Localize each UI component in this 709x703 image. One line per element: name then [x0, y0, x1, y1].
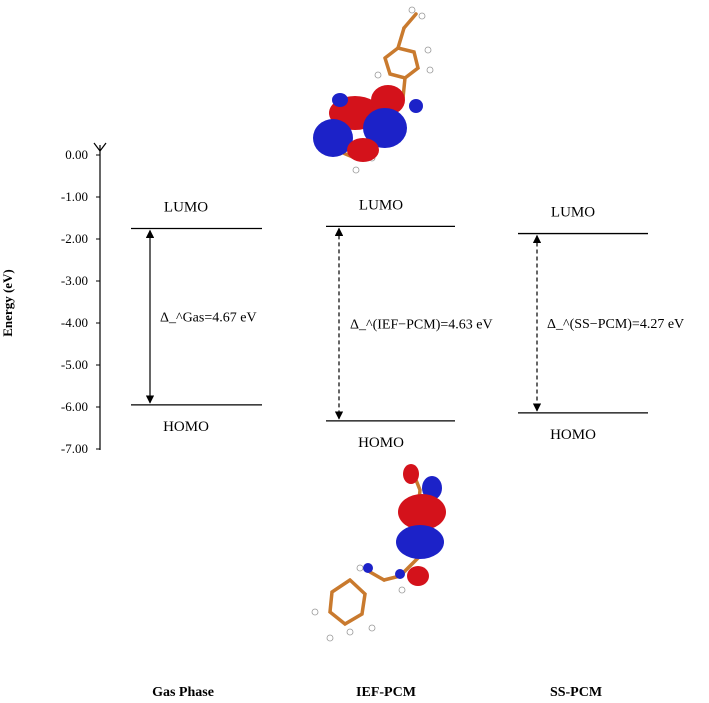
method-name: Gas Phase — [152, 685, 214, 700]
method-2: LUMO HOMO Δ_^(SS−PCM)=4.27 eV SS-PCM — [518, 205, 684, 700]
lumo-label: LUMO — [164, 200, 208, 216]
y-tick-label: -6.00 — [61, 399, 88, 414]
lumo-label: LUMO — [359, 197, 403, 213]
y-axis-label: Energy (eV) — [0, 269, 15, 337]
band-gap-label: Δ_^(SS−PCM)=4.27 eV — [547, 317, 684, 332]
method-name: IEF-PCM — [356, 685, 416, 700]
homo-label: HOMO — [358, 435, 404, 451]
method-1: LUMO HOMO Δ_^(IEF−PCM)=4.63 eV IEF-PCM — [326, 197, 493, 700]
y-tick-label: -3.00 — [61, 273, 88, 288]
y-tick-label: 0.00 — [65, 147, 88, 162]
y-tick-label: -1.00 — [61, 189, 88, 204]
y-axis: 0.00-1.00-2.00-3.00-4.00-5.00-6.00-7.00 … — [0, 142, 107, 456]
homo-orbital-image — [311, 464, 446, 642]
band-gap-label: Δ_^(IEF−PCM)=4.63 eV — [350, 318, 493, 333]
homo-label: HOMO — [163, 419, 209, 435]
y-axis-arrowhead — [93, 142, 107, 152]
y-axis-ticks: 0.00 -1.00 -2.00 -3.00 -4.00 -5.00 -6.00 -7.00 — [61, 147, 100, 456]
lumo-label: LUMO — [551, 205, 595, 221]
y-tick-label: -4.00 — [61, 315, 88, 330]
method-0: LUMO HOMO Δ_^Gas=4.67 eV Gas Phase — [131, 200, 262, 700]
homo-label: HOMO — [550, 427, 596, 443]
lumo-orbital-image — [313, 6, 434, 174]
y-tick-label: -5.00 — [61, 357, 88, 372]
y-tick-label: -2.00 — [61, 231, 88, 246]
band-gap-label: Δ_^Gas=4.67 eV — [160, 311, 257, 326]
y-tick-label: -7.00 — [61, 441, 88, 456]
energy-levels: LUMO HOMO Δ_^Gas=4.67 eV Gas Phase LUMO HOMO Δ… — [131, 197, 684, 700]
method-name: SS-PCM — [550, 685, 602, 700]
